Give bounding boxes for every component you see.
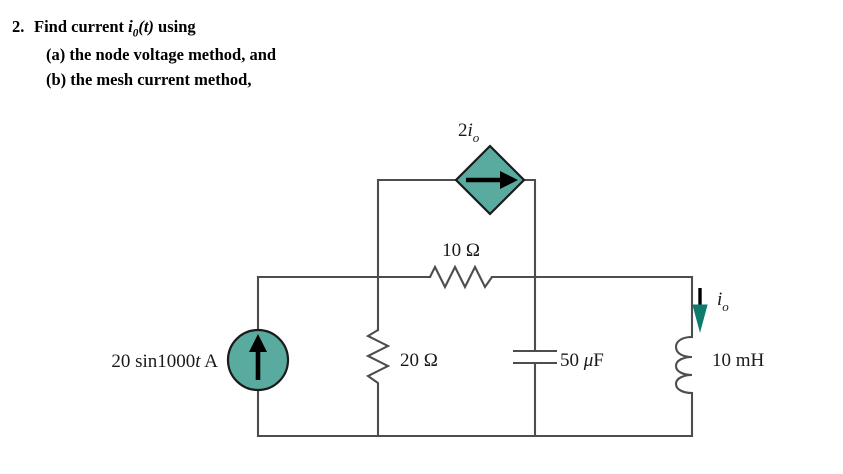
problem-line-1-text: Find current i0(t) using <box>34 17 196 40</box>
problem-number: 2. <box>12 17 25 36</box>
inductor-10-mh: 10 mH <box>674 335 765 395</box>
problem-line-2: (a) the node voltage method, and <box>0 42 843 67</box>
io-label: io <box>717 289 729 314</box>
inductor-coils <box>674 335 693 395</box>
resistor-20-ohm: 20 Ω <box>365 329 438 390</box>
resistor-10-ohm-label: 10 Ω <box>442 240 480 261</box>
io-arrow-head <box>692 304 708 333</box>
capacitor-50-uf-label: 50 μF <box>560 350 604 371</box>
dependent-current-source: 2oio <box>454 120 526 216</box>
io-current-arrow: io <box>692 288 729 333</box>
problem-line-1: 2. Find current i0(t) using <box>0 14 843 42</box>
capacitor-50-uf: 50 μF <box>513 349 604 371</box>
problem-line-3: (b) the mesh current method, <box>0 67 843 92</box>
time-argument: (t) <box>138 17 154 36</box>
dependent-source-arrow <box>466 171 518 189</box>
problem-statement: 2. Find current i0(t) using (a) the node… <box>0 0 843 93</box>
current-symbol: i <box>128 17 133 36</box>
problem-part-b: (b) the mesh current method, <box>46 70 252 90</box>
independent-source-arrow <box>249 334 267 380</box>
resistor-10-ohm-zigzag <box>429 264 493 290</box>
wire-branch-right-to-source <box>512 178 537 279</box>
independent-current-source: 20 sin1000t A <box>111 328 290 392</box>
independent-source-label: 20 sin1000t A <box>111 351 218 372</box>
resistor-20-ohm-zigzag <box>365 329 391 390</box>
inductor-10-mh-label: 10 mH <box>712 350 765 371</box>
problem-part-a: (a) the node voltage method, and <box>46 45 277 65</box>
current-subscript: 0 <box>132 27 139 40</box>
dependent-source-label: 2oio <box>458 120 480 145</box>
resistor-10-ohm: 10 Ω <box>429 240 493 290</box>
resistor-20-ohm-label: 20 Ω <box>400 350 438 371</box>
wire-branch-left-to-source <box>376 178 468 279</box>
